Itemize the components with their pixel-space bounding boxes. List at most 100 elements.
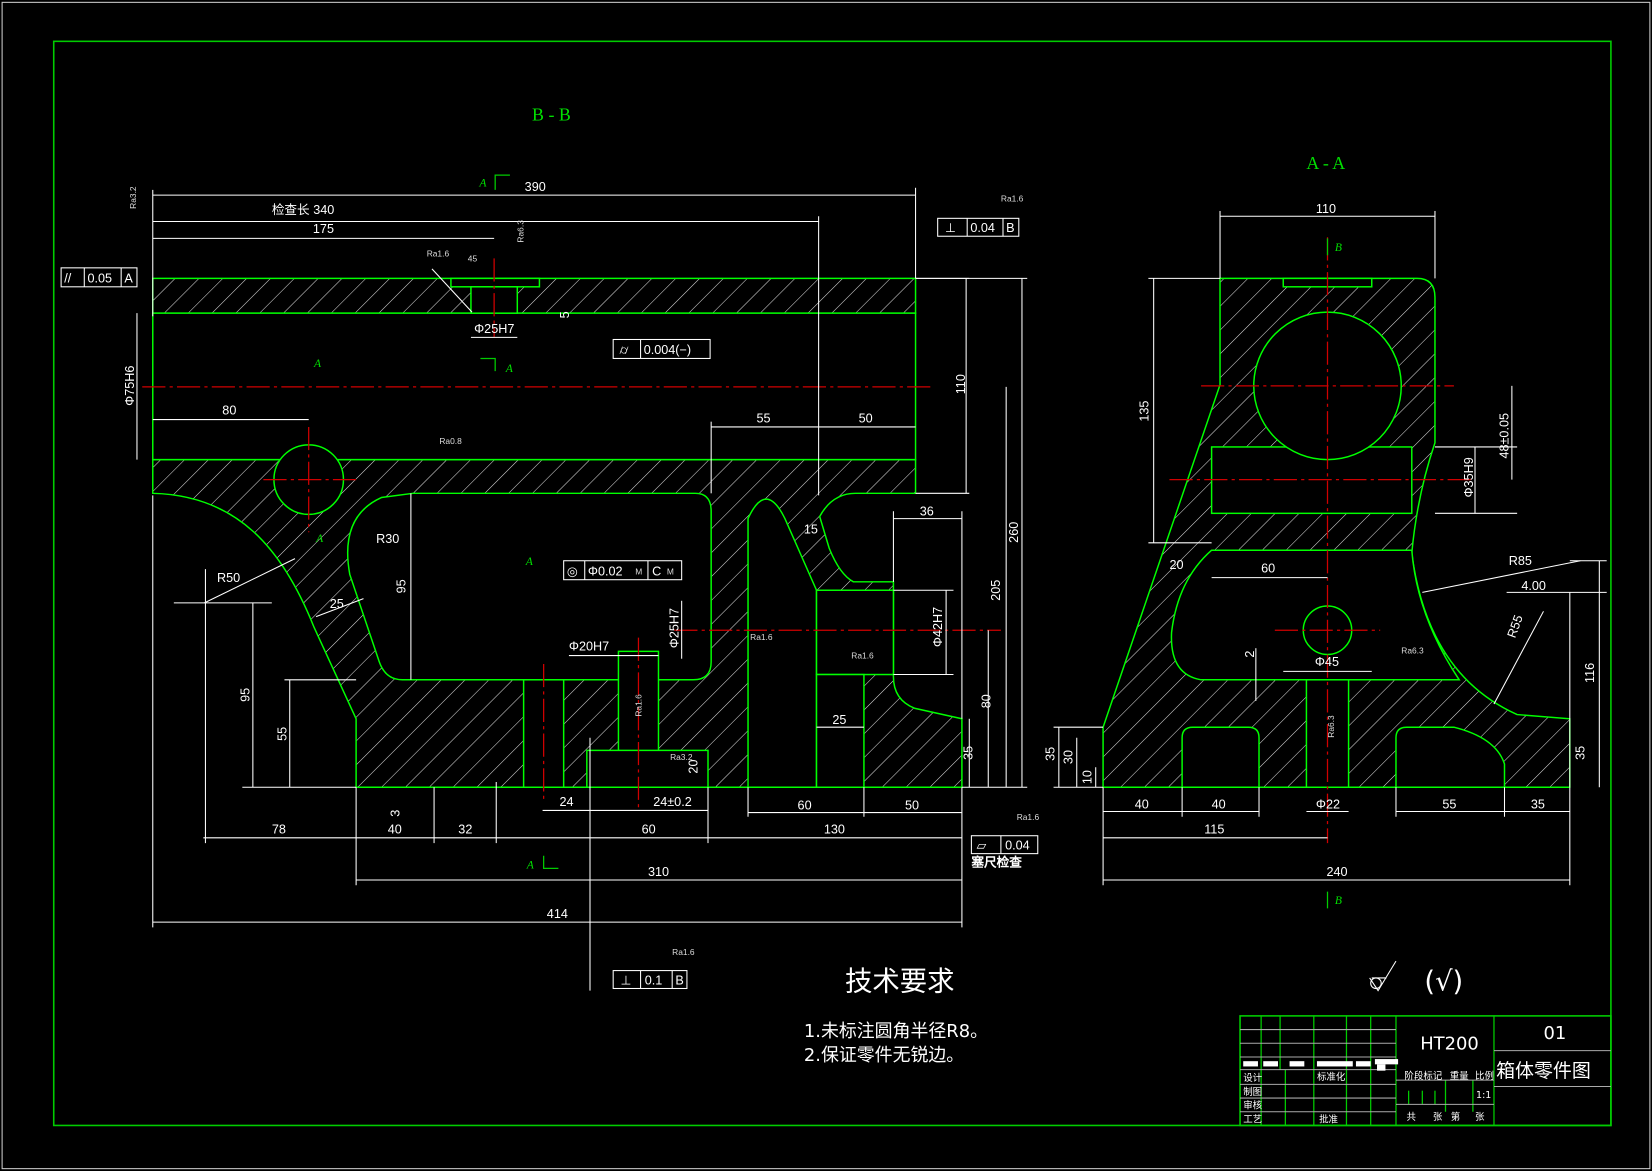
dim-78: 78 <box>272 823 286 837</box>
dim-40: 40 <box>1135 797 1149 811</box>
dim-55: 55 <box>1442 797 1456 811</box>
dim-80: 80 <box>222 403 236 417</box>
section-mark-b: B <box>1335 241 1342 254</box>
svg-text:0.04: 0.04 <box>1005 838 1030 852</box>
section-mark: A <box>505 362 514 375</box>
dim-phi42h7: Φ42H7 <box>931 607 945 647</box>
dim-3: 3 <box>388 810 402 817</box>
dim-20: 20 <box>686 760 700 774</box>
dim-24-tol: 24±0.2 <box>653 795 692 809</box>
svg-text:B: B <box>675 973 683 987</box>
dim-40: 40 <box>388 823 402 837</box>
dim-135: 135 <box>1137 401 1151 422</box>
dim-60: 60 <box>642 823 656 837</box>
label-standardize: 标准化 <box>1317 1071 1346 1083</box>
dim-phi75h6: Φ75H6 <box>123 366 137 406</box>
tolerance-coaxiality: ◎ Φ0.02 M C M <box>563 560 683 581</box>
label-approve: 批准 <box>1319 1113 1338 1125</box>
svg-text:C: C <box>652 564 661 578</box>
dim-414: 414 <box>547 907 568 921</box>
scale-value: 1:1 <box>1476 1090 1491 1101</box>
view-title-bb: B - B <box>532 104 571 124</box>
label-review: 审核 <box>1243 1100 1262 1112</box>
dim-check-length: 检查长 340 <box>272 202 334 217</box>
dim-35: 35 <box>1044 747 1058 761</box>
dim-36: 36 <box>920 504 934 518</box>
dim-10: 10 <box>1081 770 1095 784</box>
label-sheet-no: 第 <box>1451 1111 1460 1123</box>
note-item: 2.保证零件无锐边。 <box>804 1045 964 1066</box>
bottom-recess <box>586 749 709 788</box>
dim-116: 116 <box>1583 663 1597 683</box>
dim-260: 260 <box>1007 522 1021 543</box>
dim-40: 40 <box>1212 797 1226 811</box>
dim-2: 2 <box>1243 651 1257 658</box>
dim-175: 175 <box>313 222 334 236</box>
roughness-ra16: Ra1.6 <box>1017 812 1040 822</box>
dim-15: 15 <box>804 522 818 536</box>
dimension-lines <box>136 187 1028 991</box>
label-design: 设计 <box>1243 1072 1262 1084</box>
dim-55: 55 <box>756 412 770 426</box>
general-roughness-symbol: (√) <box>1369 960 1463 998</box>
dim-32: 32 <box>458 823 472 837</box>
section-mark: A <box>313 357 322 370</box>
svg-text:Φ0.02: Φ0.02 <box>588 564 623 578</box>
label-sheets: 张 <box>1433 1112 1443 1123</box>
title-block: HT200 01 箱体零件图 设计 标准化 制图 审核 工艺 批准 阶段标记 重… <box>1239 1015 1612 1127</box>
dim-390: 390 <box>525 180 546 194</box>
note-item: 1.未标注圆角半径R8。 <box>804 1021 988 1042</box>
svg-text:0.04: 0.04 <box>970 221 995 235</box>
tolerance-perpendicularity-top: ⊥ 0.04 B <box>937 217 1020 237</box>
section-aa-view: A - A 110 B <box>1044 153 1607 909</box>
label-stage: 阶段标记 <box>1404 1070 1442 1082</box>
foot-recess <box>1181 726 1260 788</box>
dim-20: 20 <box>1169 558 1183 572</box>
section-mark: A <box>315 532 324 545</box>
svg-text:0.05: 0.05 <box>87 272 112 286</box>
dim-55: 55 <box>276 727 290 741</box>
technical-requirements: 技术要求 1.未标注圆角半径R8。 2.保证零件无锐边。 <box>804 967 988 1067</box>
dim-110: 110 <box>1316 202 1336 216</box>
top-counterbore <box>450 277 541 288</box>
foot-recess <box>1395 726 1506 788</box>
section-bb-view: B - B <box>60 104 1040 991</box>
dim-25: 25 <box>832 713 846 727</box>
roughness-ra16: Ra1.6 <box>634 694 644 717</box>
drawing-border <box>52 40 1612 1127</box>
roughness-ra63: Ra6.3 <box>1401 645 1424 655</box>
dim-80: 80 <box>979 694 993 708</box>
dim-phi25h7-top: Φ25H7 <box>474 322 514 336</box>
label-sheet: 张 <box>1475 1112 1485 1123</box>
label-scale: 比例 <box>1475 1070 1494 1082</box>
material: HT200 <box>1420 1034 1479 1055</box>
dim-5: 5 <box>558 311 572 318</box>
chamfer-45: 45 <box>468 254 478 264</box>
dim-24: 24 <box>559 795 573 809</box>
inner-cavity <box>346 492 712 681</box>
dim-95: 95 <box>395 579 409 593</box>
dim-35: 35 <box>1574 746 1588 760</box>
notes-heading: 技术要求 <box>845 967 955 998</box>
roughness-ra16: Ra1.6 <box>427 248 450 258</box>
tolerance-cylindricity: ⌭ 0.004(−) <box>612 338 711 359</box>
svg-text://: // <box>64 272 72 286</box>
svg-text:A: A <box>124 272 133 286</box>
label-process: 工艺 <box>1243 1114 1262 1125</box>
svg-text:M: M <box>635 566 642 576</box>
tolerance-flatness: ▱ 0.04 塞尺检查 <box>970 835 1039 869</box>
dim-50: 50 <box>859 412 873 426</box>
dim-r55: R55 <box>1505 613 1526 640</box>
tolerance-perpendicularity-bottom: ⊥ 0.1 B <box>612 970 688 990</box>
lower-recess <box>815 673 865 788</box>
tolerance-parallelism: // 0.05 A <box>60 267 138 288</box>
dim-48-tol: 48±0.05 <box>1498 413 1512 459</box>
dim-115: 115 <box>1204 823 1224 837</box>
svg-text:塞尺检查: 塞尺检查 <box>971 854 1022 869</box>
svg-text:▱: ▱ <box>977 838 987 852</box>
label-draw: 制图 <box>1243 1086 1262 1098</box>
dim-phi25h7: Φ25H7 <box>668 608 682 648</box>
section-arrows <box>480 174 559 870</box>
dim-phi35h9: Φ35H9 <box>1462 457 1476 497</box>
